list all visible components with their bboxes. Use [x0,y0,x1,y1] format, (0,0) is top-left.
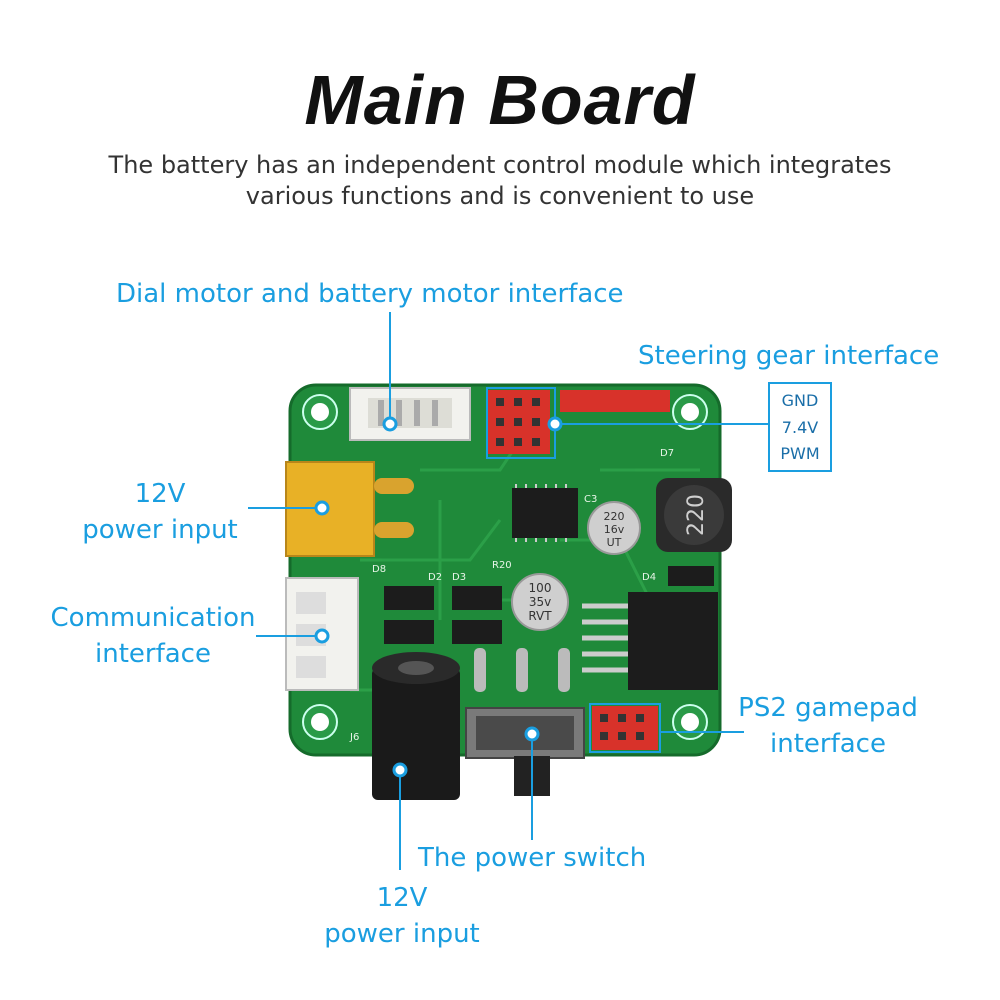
pin-gnd: GND [781,391,819,411]
callout-steering-gear: Steering gear interface [638,341,940,371]
large-capacitor: 100 35v RVT [511,573,569,631]
switch-pins [474,648,570,692]
inductor-marking: 220 [684,494,709,536]
callout-power-switch: The power switch [418,843,647,873]
ref-j6: J6 [349,732,359,743]
ps2-line1: PS2 gamepad [738,693,918,723]
pin-pwm: PWM [780,443,820,463]
voltage-regulator [582,592,718,690]
ref-r20: R20 [492,560,512,571]
pin-7v4: 7.4V [781,417,819,437]
inductor: 220 [656,478,732,552]
ref-d2: D2 [428,572,442,583]
subtitle-line-1: The battery has an independent control m… [108,151,892,179]
ref-c3: C3 [584,494,597,505]
callout-lines [248,312,768,870]
ps2-pin-header [592,706,658,750]
power-switch [465,707,585,796]
cap-large-line3: RVT [528,609,552,623]
cap-small-line3: UT [607,536,622,549]
page-title: Main Board [304,61,696,139]
callout-ps2-gamepad: PS2 gamepad interface [730,690,926,762]
callout-communication: Communication interface [42,600,264,672]
ref-d3: D3 [452,572,466,583]
communication-line2: interface [95,639,211,669]
cap-small-line2: 16v [604,523,625,536]
callout-dial-motor: Dial motor and battery motor interface [116,279,624,309]
cap-large-line2: 35v [529,595,551,609]
power-input-bottom-line2: power input [324,919,480,949]
page-subtitle: The battery has an independent control m… [100,150,900,212]
mounting-holes [302,394,708,740]
motor-connector [349,387,471,441]
callout-power-input-top: 12V power input [70,476,250,548]
power-input-top-line2: power input [82,515,238,545]
cap-small-line1: 220 [604,510,625,523]
subtitle-line-2: various functions and is convenient to u… [245,182,755,210]
callout-box-ps2 [589,703,661,753]
cap-large-line1: 100 [529,581,552,595]
power-input-top-line1: 12V [134,479,186,509]
power-input-bottom-line1: 12V [376,883,428,913]
communication-line1: Communication [50,603,256,633]
callout-power-input-bottom: 12V power input [312,880,492,952]
callout-dots [314,416,563,778]
ref-d8: D8 [372,564,386,575]
small-capacitor: 220 16v UT [587,501,641,555]
steering-gear-pin-header [488,390,670,454]
ref-d7: D7 [660,448,674,459]
ref-d4: D4 [642,572,656,583]
diodes [384,566,714,644]
steering-pin-legend: GND 7.4V PWM [768,382,832,472]
ps2-line2: interface [770,729,886,759]
driver-chip [512,484,578,542]
barrel-jack [372,652,460,800]
